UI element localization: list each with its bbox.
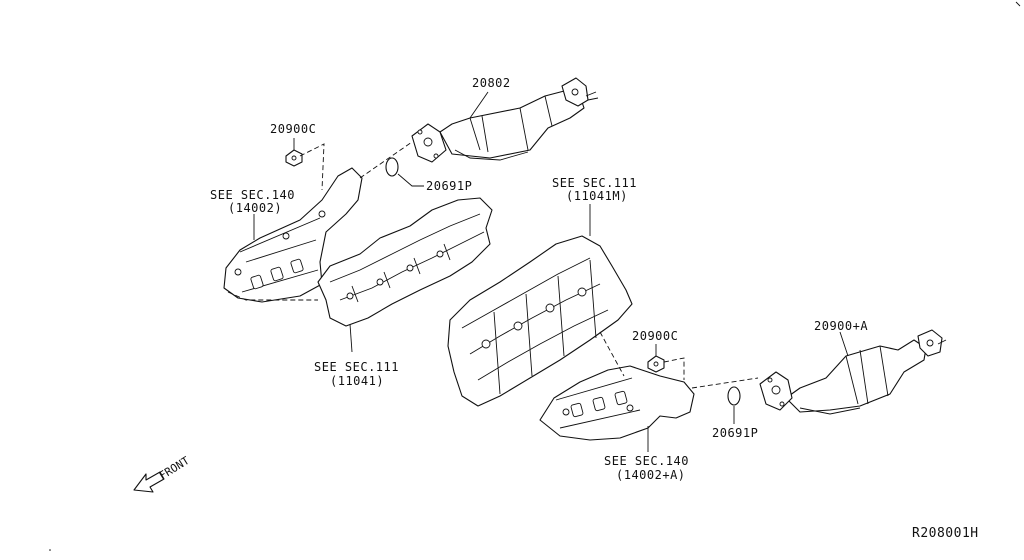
label-see-sec-111-upper: SEE SEC.111 xyxy=(552,176,637,190)
catalytic-converter-20802[interactable] xyxy=(411,77,599,163)
label-see-sec-111-lower: SEE SEC.111 xyxy=(314,360,399,374)
front-direction-indicator: FRONT xyxy=(133,454,192,493)
gasket-20691p-upper[interactable] xyxy=(385,157,399,177)
assembly-lines xyxy=(227,141,759,389)
dot-mark xyxy=(49,549,51,551)
leader-lines xyxy=(253,91,849,452)
label-20802: 20802 xyxy=(472,76,511,90)
nut-20900c-lower[interactable] xyxy=(647,355,665,373)
cylinder-head-11041m[interactable] xyxy=(447,235,633,407)
label-20900c-upper: 20900C xyxy=(270,122,316,136)
label-11041m: (11041M) xyxy=(566,189,628,203)
label-11041: (11041) xyxy=(330,374,384,388)
label-20900c-lower: 20900C xyxy=(632,329,678,343)
front-arrow-icon xyxy=(133,471,165,493)
label-14002: (14002) xyxy=(228,201,282,215)
front-label: FRONT xyxy=(157,454,192,483)
nut-20900c-upper[interactable] xyxy=(285,149,303,167)
label-20691p-upper: 20691P xyxy=(426,179,472,193)
label-20900a: 20900+A xyxy=(814,319,868,333)
corner-mark xyxy=(1015,1,1021,7)
diagram-reference: R208001H xyxy=(912,526,979,541)
label-20691p-lower: 20691P xyxy=(712,426,758,440)
exhaust-manifold-14002a[interactable] xyxy=(539,365,695,441)
label-see-sec-140-lower: SEE SEC.140 xyxy=(604,454,689,468)
label-see-sec-140-upper: SEE SEC.140 xyxy=(210,188,295,202)
gasket-20691p-lower[interactable] xyxy=(727,386,741,406)
label-14002a: (14002+A) xyxy=(616,468,686,482)
exhaust-manifold-14002[interactable] xyxy=(223,167,363,303)
catalytic-converter-20900a[interactable] xyxy=(759,329,947,415)
